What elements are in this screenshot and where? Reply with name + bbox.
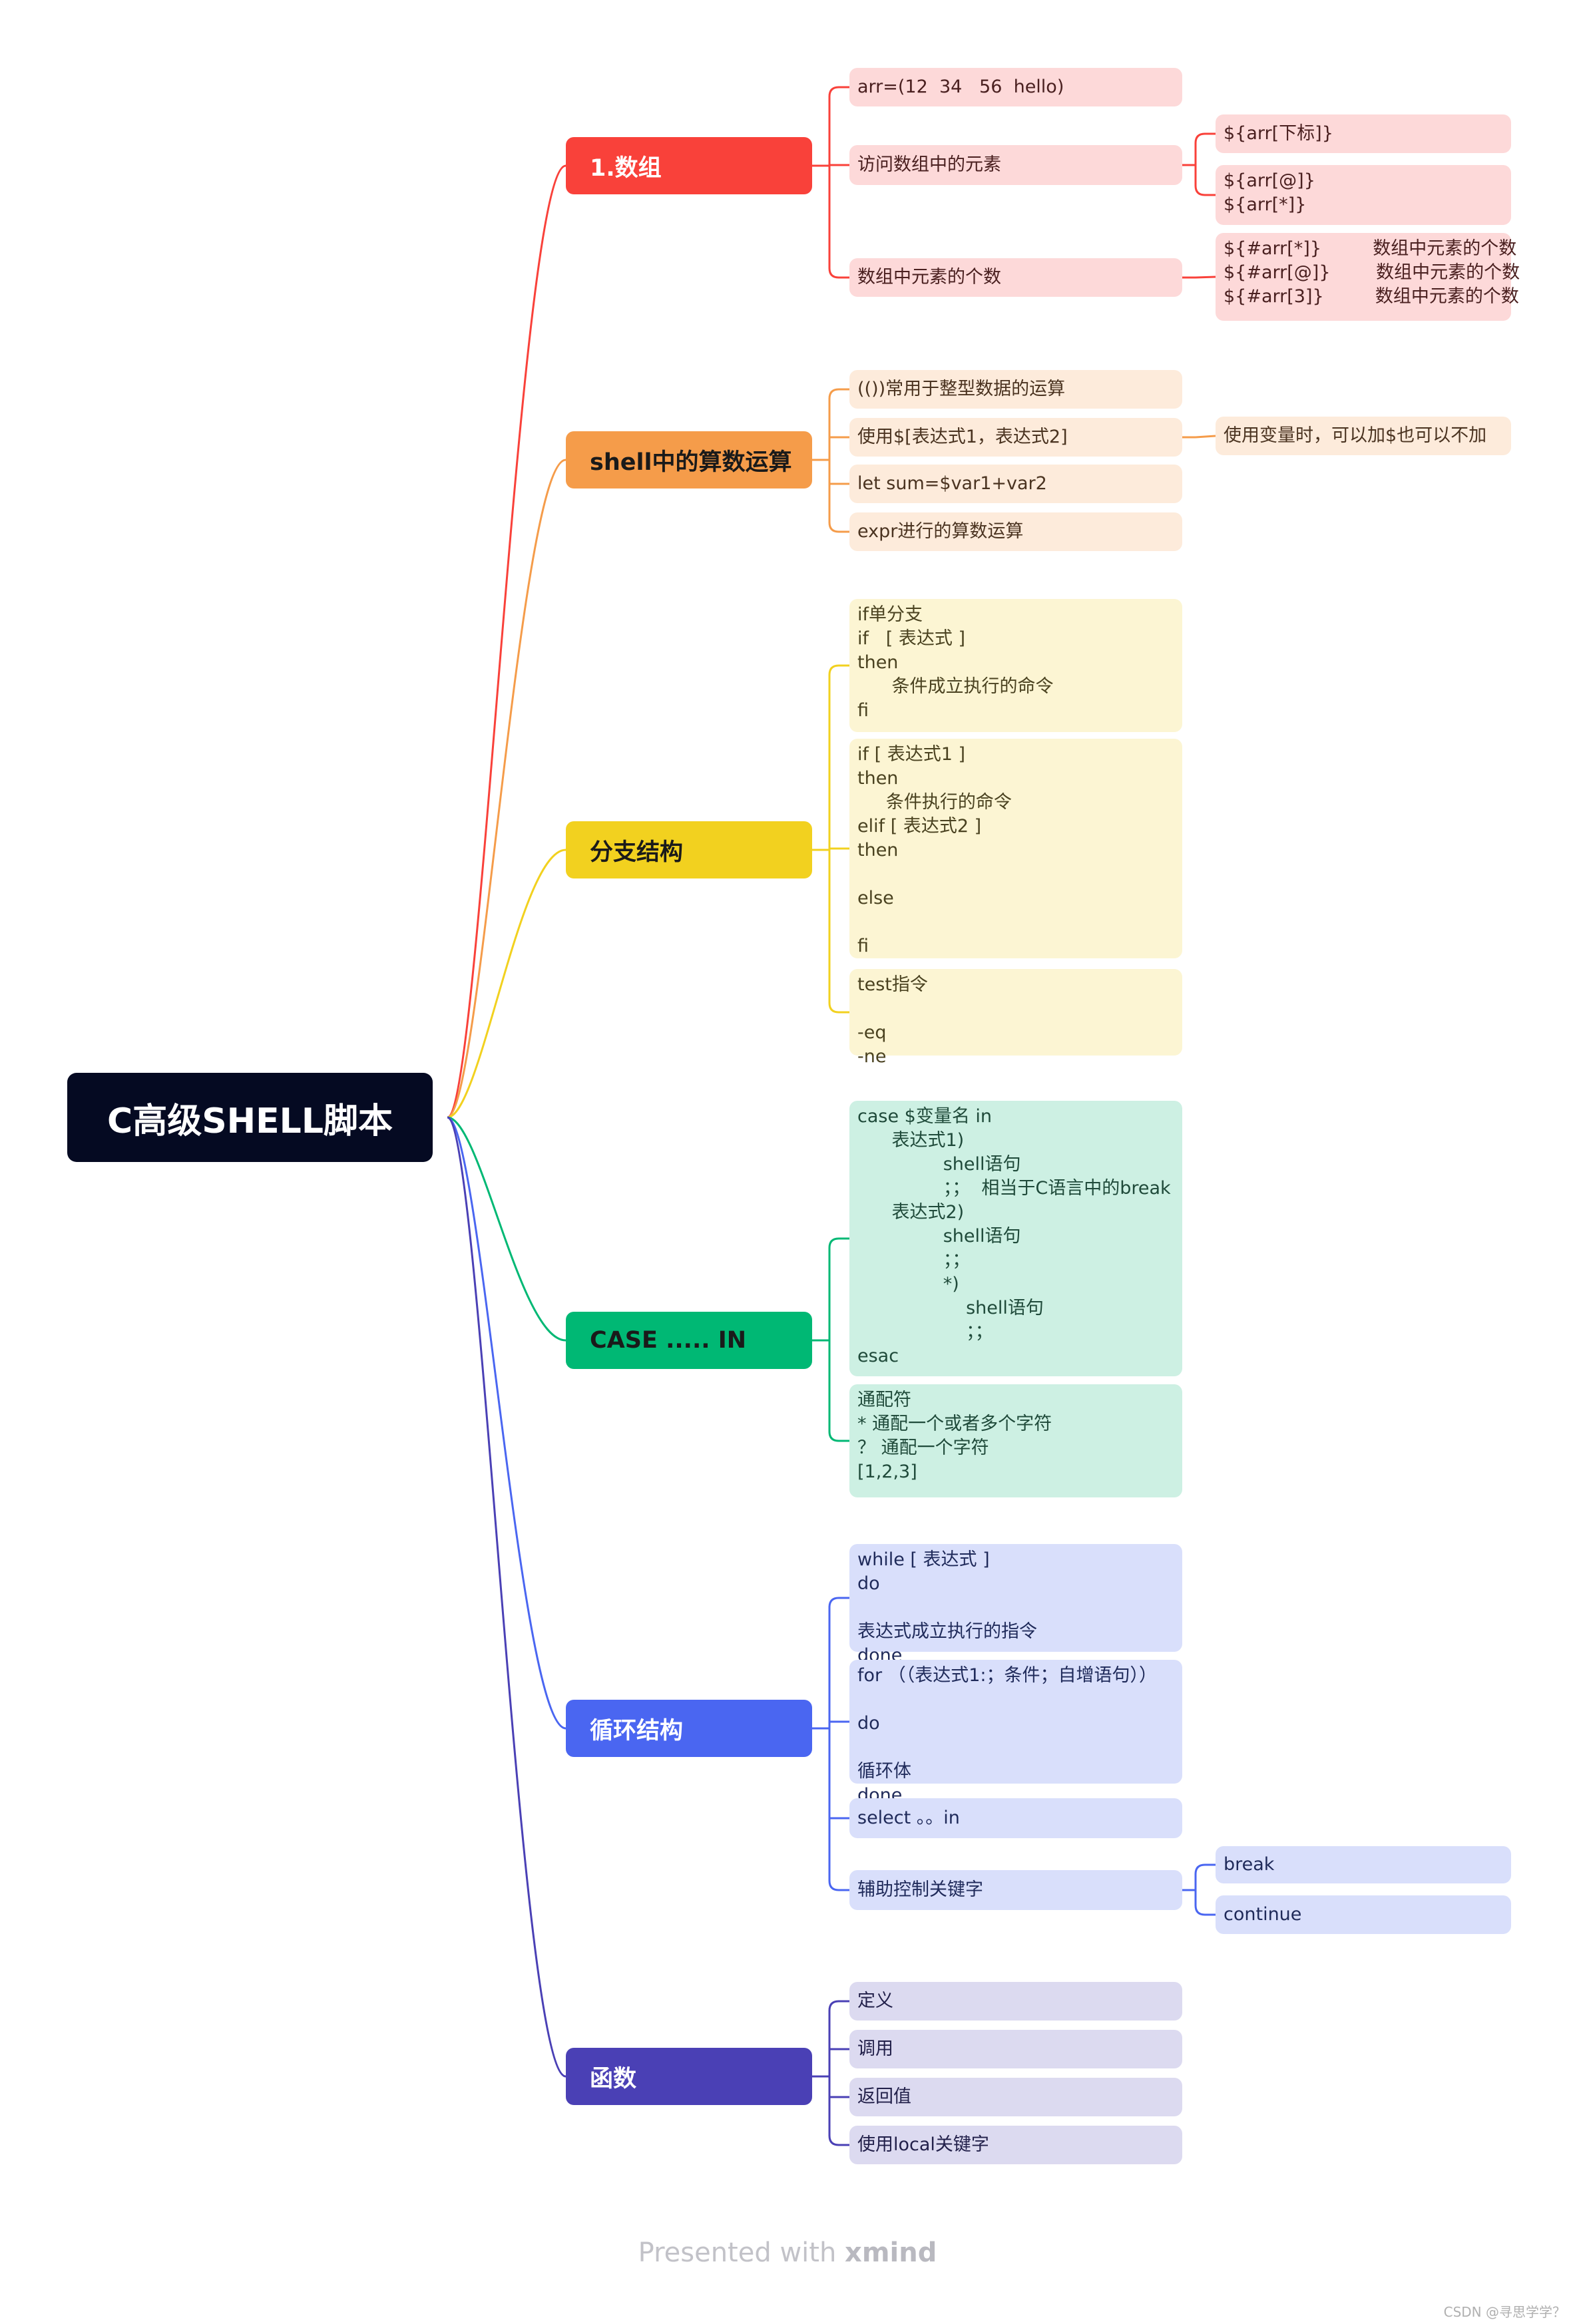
- branch-arithmetic[interactable]: shell中的算数运算: [566, 431, 812, 488]
- arith-bracket-note[interactable]: 使用变量时，可以加$也可以不加: [1216, 417, 1511, 455]
- loop-control-keywords[interactable]: 辅助控制关键字: [849, 1870, 1182, 1910]
- case-syntax[interactable]: case $变量名 in 表达式1) shell语句 ；； 相当于C语言中的br…: [849, 1101, 1182, 1376]
- while-loop[interactable]: while [ 表达式 ] do 表达式成立执行的指令 done: [849, 1544, 1182, 1666]
- root-topic[interactable]: C高级SHELL脚本: [67, 1073, 433, 1162]
- footer-prefix: Presented with: [638, 2237, 845, 2268]
- arith-expr[interactable]: expr进行的算数运算: [849, 512, 1182, 551]
- arith-bracket[interactable]: 使用$[表达式1，表达式2]: [849, 418, 1182, 457]
- footer-credit: Presented with xmind: [0, 2237, 1575, 2268]
- if-single[interactable]: if单分支 if [ 表达式 ] then 条件成立执行的命令 fi: [849, 599, 1182, 732]
- select-loop[interactable]: select 。。in: [849, 1798, 1182, 1838]
- branch-array[interactable]: 1.数组: [566, 137, 812, 194]
- branch-loop[interactable]: 循环结构: [566, 1700, 812, 1757]
- branch-case-in[interactable]: CASE ..... IN: [566, 1312, 812, 1369]
- func-call[interactable]: 调用: [849, 2030, 1182, 2068]
- array-count[interactable]: 数组中元素的个数: [849, 258, 1182, 297]
- array-definition[interactable]: arr=(12 34 56 hello): [849, 68, 1182, 106]
- keyword-break[interactable]: break: [1216, 1846, 1511, 1883]
- array-count-syntax[interactable]: ${#arr[*]} 数组中元素的个数 ${#arr[@]} 数组中元素的个数 …: [1216, 233, 1520, 321]
- xmind-logo-text: xmind: [845, 2237, 937, 2268]
- array-access-all[interactable]: ${arr[@]} ${arr[*]}: [1216, 165, 1511, 225]
- array-access[interactable]: 访问数组中的元素: [849, 145, 1182, 185]
- arith-double-paren[interactable]: (())常用于整型数据的运算: [849, 370, 1182, 409]
- if-elif-else[interactable]: if [ 表达式1 ] then 条件执行的命令 elif [ 表达式2 ] t…: [849, 739, 1182, 958]
- watermark: CSDN @寻思学学？: [1443, 2304, 1566, 2320]
- array-access-index[interactable]: ${arr[下标]}: [1216, 114, 1511, 153]
- func-local[interactable]: 使用local关键字: [849, 2126, 1182, 2164]
- test-command[interactable]: test指令 -eq -ne: [849, 969, 1182, 1067]
- branch-conditional[interactable]: 分支结构: [566, 821, 812, 878]
- branch-function[interactable]: 函数: [566, 2048, 812, 2105]
- func-return[interactable]: 返回值: [849, 2078, 1182, 2116]
- for-loop[interactable]: for （（表达式1:；条件；自增语句）） do 循环体 done: [849, 1660, 1182, 1806]
- keyword-continue[interactable]: continue: [1216, 1895, 1511, 1934]
- wildcards[interactable]: 通配符 * 通配一个或者多个字符 ？ 通配一个字符 [1,2,3]: [849, 1384, 1182, 1497]
- arith-let[interactable]: let sum=$var1+var2: [849, 465, 1182, 503]
- func-define[interactable]: 定义: [849, 1982, 1182, 2021]
